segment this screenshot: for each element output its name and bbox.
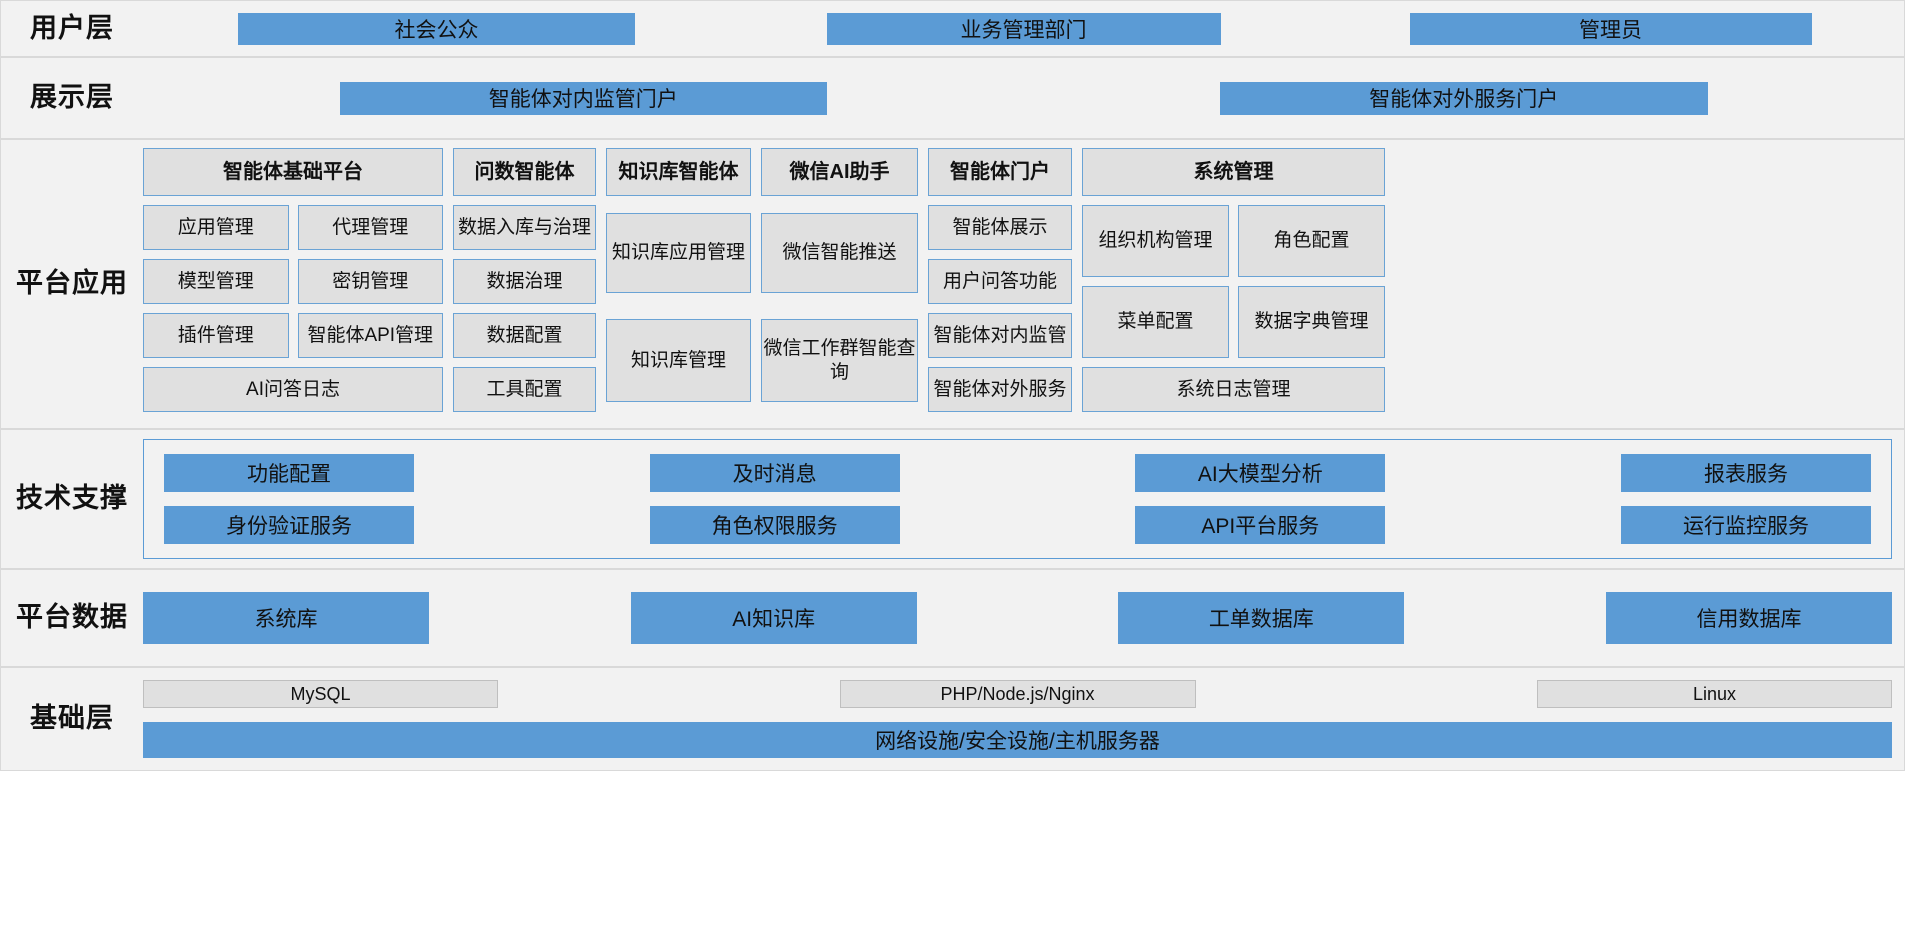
app-cell[interactable]: 组织机构管理 <box>1082 205 1229 277</box>
app-cell[interactable]: 数据治理 <box>453 259 596 304</box>
infrastructure-stack-row: MySQL PHP/Node.js/Nginx Linux <box>143 680 1892 708</box>
app-cell[interactable]: 微信智能推送 <box>761 213 918 293</box>
app-cell[interactable]: 插件管理 <box>143 313 289 358</box>
database-box[interactable]: 信用数据库 <box>1605 592 1892 644</box>
app-cell-full-width[interactable]: 系统日志管理 <box>1082 367 1385 412</box>
layer-label-presentation: 展示层 <box>30 82 114 113</box>
user-slot: 管理员 <box>1317 12 1904 45</box>
user-slot: 业务管理部门 <box>730 12 1317 45</box>
infrastructure-hardware-row: 网络设施/安全设施/主机服务器 <box>143 722 1892 758</box>
column-head[interactable]: 智能体门户 <box>928 148 1072 196</box>
layer-label-line-2: 支撑 <box>72 483 128 514</box>
app-column-system-management: 系统管理 组织机构管理 角色配置 菜单配置 数据字典管理 系统日志管理 <box>1082 148 1385 412</box>
layer-label-line-1: 平台 <box>16 602 72 633</box>
app-cell[interactable]: 应用管理 <box>143 205 289 250</box>
column-row: 应用管理 代理管理 <box>143 205 443 250</box>
database-box[interactable]: 工单数据库 <box>1118 592 1405 644</box>
tech-support-panel: 功能配置 及时消息 AI大模型分析 报表服务 身份验证服务 角色权限服务 API… <box>143 439 1892 559</box>
tech-service[interactable]: 功能配置 <box>164 454 414 492</box>
infra-tech-linux[interactable]: Linux <box>1537 680 1892 708</box>
app-cell[interactable]: 密钥管理 <box>297 259 443 304</box>
layer-label-line-2: 数据 <box>72 602 128 633</box>
app-cell[interactable]: 知识库管理 <box>606 319 751 402</box>
tech-service[interactable]: API平台服务 <box>1135 506 1386 544</box>
column-head[interactable]: 知识库智能体 <box>606 148 751 196</box>
app-cell[interactable]: 角色配置 <box>1238 205 1385 277</box>
layer-label-user: 用户层 <box>30 12 114 43</box>
tech-row: 功能配置 及时消息 AI大模型分析 报表服务 <box>164 454 1871 492</box>
app-cell-full-width[interactable]: AI问答日志 <box>143 367 443 412</box>
layer-presentation: 展示层 智能体对内监管门户 智能体对外服务门户 <box>0 57 1905 139</box>
app-cell[interactable]: 智能体对外服务 <box>928 367 1072 412</box>
layer-body-presentation: 智能体对内监管门户 智能体对外服务门户 <box>143 58 1904 138</box>
tech-service[interactable]: 及时消息 <box>649 454 900 492</box>
layer-label-tech-support: 技术 支撑 <box>1 430 143 568</box>
layer-platform-data: 平台 数据 系统库 AI知识库 工单数据库 信用数据库 <box>0 569 1905 667</box>
layer-label-line-2: 应用 <box>72 268 128 299</box>
app-cell[interactable]: 数据字典管理 <box>1238 286 1385 358</box>
tech-service[interactable]: 报表服务 <box>1620 454 1871 492</box>
platform-data-row: 系统库 AI知识库 工单数据库 信用数据库 <box>143 592 1892 644</box>
database-box[interactable]: AI知识库 <box>630 592 917 644</box>
layer-label-line-1: 平台 <box>16 268 72 299</box>
infra-network-hardware[interactable]: 网络设施/安全设施/主机服务器 <box>143 722 1892 758</box>
app-cell[interactable]: 菜单配置 <box>1082 286 1229 358</box>
column-row: 菜单配置 数据字典管理 <box>1082 286 1385 358</box>
app-cell[interactable]: 智能体展示 <box>928 205 1072 250</box>
layer-label-platform-apps: 平台 应用 <box>1 140 143 428</box>
layer-label-line-1: 技术 <box>16 483 72 514</box>
column-row: 插件管理 智能体API管理 <box>143 313 443 358</box>
tech-service[interactable]: 运行监控服务 <box>1620 506 1871 544</box>
column-head[interactable]: 系统管理 <box>1082 148 1385 196</box>
layer-body-user: 社会公众 业务管理部门 管理员 <box>143 1 1904 56</box>
column-head[interactable]: 问数智能体 <box>453 148 596 196</box>
user-box-public[interactable]: 社会公众 <box>238 12 635 45</box>
database-box[interactable]: 系统库 <box>143 592 429 644</box>
layer-body-platform-data: 系统库 AI知识库 工单数据库 信用数据库 <box>143 570 1904 666</box>
app-cell[interactable]: 数据配置 <box>453 313 596 358</box>
app-column-knowledge-base-agent: 知识库智能体 知识库应用管理 知识库管理 <box>606 148 751 402</box>
app-cell[interactable]: 代理管理 <box>297 205 443 250</box>
user-box-business-dept[interactable]: 业务管理部门 <box>826 12 1221 45</box>
app-cell[interactable]: 模型管理 <box>143 259 289 304</box>
app-column-agent-base-platform: 智能体基础平台 应用管理 代理管理 模型管理 密钥管理 插件管理 智能体API管… <box>143 148 443 412</box>
user-box-admin[interactable]: 管理员 <box>1409 12 1812 45</box>
presentation-slot: 智能体对外服务门户 <box>1024 81 1905 115</box>
app-column-agent-portal: 智能体门户 智能体展示 用户问答功能 智能体对内监管 智能体对外服务 <box>928 148 1072 412</box>
app-cell[interactable]: 微信工作群智能查询 <box>761 319 918 402</box>
column-row: 组织机构管理 角色配置 <box>1082 205 1385 277</box>
app-cell[interactable]: 智能体对内监管 <box>928 313 1072 358</box>
portal-external-service[interactable]: 智能体对外服务门户 <box>1219 81 1708 115</box>
user-slot: 社会公众 <box>143 12 730 45</box>
tech-service[interactable]: 角色权限服务 <box>649 506 900 544</box>
portal-internal-supervision[interactable]: 智能体对内监管门户 <box>339 81 827 115</box>
app-column-wechat-ai-assistant: 微信AI助手 微信智能推送 微信工作群智能查询 <box>761 148 918 402</box>
layer-label-platform-data: 平台 数据 <box>1 570 143 666</box>
tech-service[interactable]: AI大模型分析 <box>1135 454 1386 492</box>
layer-body-tech-support: 功能配置 及时消息 AI大模型分析 报表服务 身份验证服务 角色权限服务 API… <box>143 430 1904 568</box>
app-cell[interactable]: 知识库应用管理 <box>606 213 751 293</box>
tech-service[interactable]: 身份验证服务 <box>164 506 414 544</box>
column-head[interactable]: 智能体基础平台 <box>143 148 443 196</box>
infra-tech-runtime[interactable]: PHP/Node.js/Nginx <box>839 680 1196 708</box>
layer-body-platform-apps: 智能体基础平台 应用管理 代理管理 模型管理 密钥管理 插件管理 智能体API管… <box>143 140 1904 428</box>
app-column-data-query-agent: 问数智能体 数据入库与治理 数据治理 数据配置 工具配置 <box>453 148 596 412</box>
app-cell[interactable]: 用户问答功能 <box>928 259 1072 304</box>
app-cell[interactable]: 工具配置 <box>453 367 596 412</box>
layer-body-infrastructure: MySQL PHP/Node.js/Nginx Linux 网络设施/安全设施/… <box>143 668 1904 770</box>
column-head[interactable]: 微信AI助手 <box>761 148 918 196</box>
layer-platform-apps: 平台 应用 智能体基础平台 应用管理 代理管理 模型管理 密钥管理 插件管理 智… <box>0 139 1905 429</box>
layer-tech-support: 技术 支撑 功能配置 及时消息 AI大模型分析 报表服务 身份验证服务 角色权限… <box>0 429 1905 569</box>
layer-user: 用户层 社会公众 业务管理部门 管理员 <box>0 0 1905 57</box>
app-cell[interactable]: 智能体API管理 <box>297 313 443 358</box>
layer-infrastructure: 基础层 MySQL PHP/Node.js/Nginx Linux 网络设施/安… <box>0 667 1905 771</box>
app-cell[interactable]: 数据入库与治理 <box>453 205 596 250</box>
column-row: 模型管理 密钥管理 <box>143 259 443 304</box>
infra-tech-mysql[interactable]: MySQL <box>143 680 498 708</box>
presentation-slot: 智能体对内监管门户 <box>143 81 1024 115</box>
layer-label-infrastructure: 基础层 <box>30 703 114 734</box>
tech-row: 身份验证服务 角色权限服务 API平台服务 运行监控服务 <box>164 506 1871 544</box>
